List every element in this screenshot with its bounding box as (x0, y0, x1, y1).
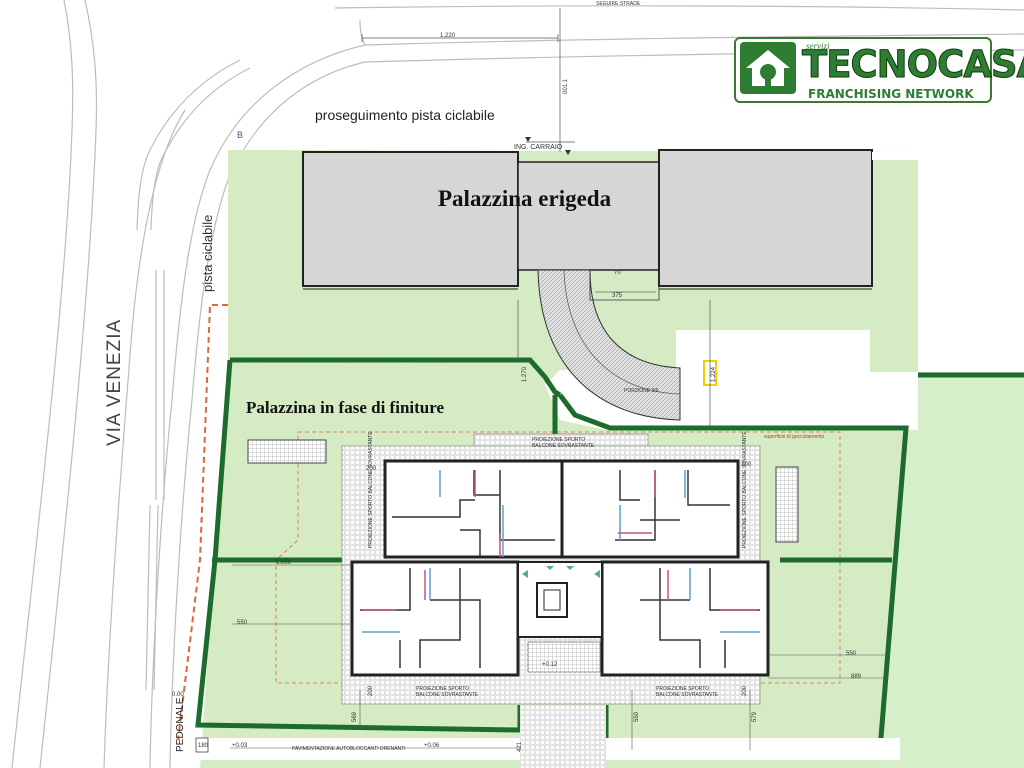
dim-889: 889 (851, 674, 862, 680)
point-b-label: B (237, 130, 244, 140)
pavimentazione-label: PAVIMENTAZIONE AUTOBLOCCANTI DRENANTI (292, 746, 406, 752)
dim-1270: 1.270 (522, 366, 528, 382)
seguire-strade-label: SEGUIRE STRADE (596, 1, 641, 7)
dim-569: 569 (352, 711, 358, 722)
logo-brand-name: TECNOCASA (801, 43, 1024, 86)
logo-house-icon (740, 42, 796, 94)
proiezione-bl-1: PROIEZIONE SPORTO (416, 686, 470, 692)
pista-ciclabile-label: pista ciclabile (200, 214, 215, 292)
dim-550-a: 550 (237, 620, 248, 626)
via-venezia-label: VIA VENEZIA (104, 318, 125, 446)
level-006: +0.06 (424, 743, 440, 749)
dim-1224: 1.224 (711, 366, 717, 382)
proiezione-top-1: PROIEZIONE SPORTO (532, 437, 586, 443)
palazzina-erigeda-building (302, 149, 918, 290)
top-dimension-lines (361, 8, 711, 428)
curved-driveway-ramp (537, 269, 681, 421)
proseguimento-label: proseguimento pista ciclabile (315, 107, 495, 123)
level-000: 0.00 (172, 692, 184, 698)
flowerbed-left (247, 439, 327, 464)
carraio-arrow-right (565, 150, 571, 155)
dim-200-d: 200 (742, 685, 748, 696)
dim-70: 70 (614, 270, 621, 276)
level-012: +0.12 (542, 662, 558, 668)
palazzina-erigeda-title: Palazzina erigeda (438, 186, 612, 211)
level-003: +0.03 (232, 743, 248, 749)
bike-path-curves (136, 5, 1024, 768)
proiezione-bl-2: BALCONE SOVRASTANTE (416, 692, 479, 698)
dim-1050: 1.050 (276, 560, 292, 566)
dim-1220: 1.220 (440, 33, 456, 39)
palazzina-finiture-title: Palazzina in fase di finiture (246, 398, 445, 417)
pedonale-label: PEDONALE (175, 697, 186, 752)
building-dimension-lines (230, 564, 888, 750)
proiezione-right: PROIEZIONE SPORTO BALCONE SOVRASTANTE (742, 431, 748, 548)
proiezione-left: PROIEZIONE SPORTO BALCONE SOVRASTANTE (368, 431, 374, 548)
drainage-paving (520, 705, 606, 768)
carraio-arrow-left (525, 137, 531, 142)
flowerbed-right (775, 466, 799, 543)
property-boundary-line (177, 304, 228, 741)
ing-carraio-label: ING. CARRAIO (514, 144, 563, 151)
dim-550-b: 550 (846, 651, 857, 657)
dim-200-b: 200 (741, 462, 752, 468)
proiezione-br-1: PROIEZIONE SPORTO (656, 686, 710, 692)
dim-200-c: 200 (368, 685, 374, 696)
dim-550-c: 550 (634, 711, 640, 722)
logo-servizi-text: servizi (806, 41, 830, 51)
porzione-label: PORZIONE 3/6 (624, 388, 659, 394)
dim-180: 180 (198, 743, 209, 749)
dim-001: 001.1 (563, 78, 569, 94)
dim-375: 375 (612, 293, 623, 299)
building-setback-line (275, 431, 841, 684)
tecnocasa-logo: servizi TECNOCASA FRANCHISING NETWORK (734, 37, 1024, 103)
dim-421: 421 (517, 741, 523, 752)
palazzina-finiture-building (341, 433, 770, 705)
superficie-label: superficie di gocciolamento (764, 434, 825, 440)
proiezione-top-2: BALCONE SOVRASTANTE (532, 443, 595, 449)
proiezione-br-2: BALCONE SOVRASTANTE (656, 692, 719, 698)
pedestrian-gate (195, 737, 209, 753)
dim-579: 579 (752, 711, 758, 722)
dim-200-a: 200 (366, 466, 377, 472)
logo-subtitle: FRANCHISING NETWORK (808, 87, 974, 101)
via-venezia-road (11, 0, 186, 768)
